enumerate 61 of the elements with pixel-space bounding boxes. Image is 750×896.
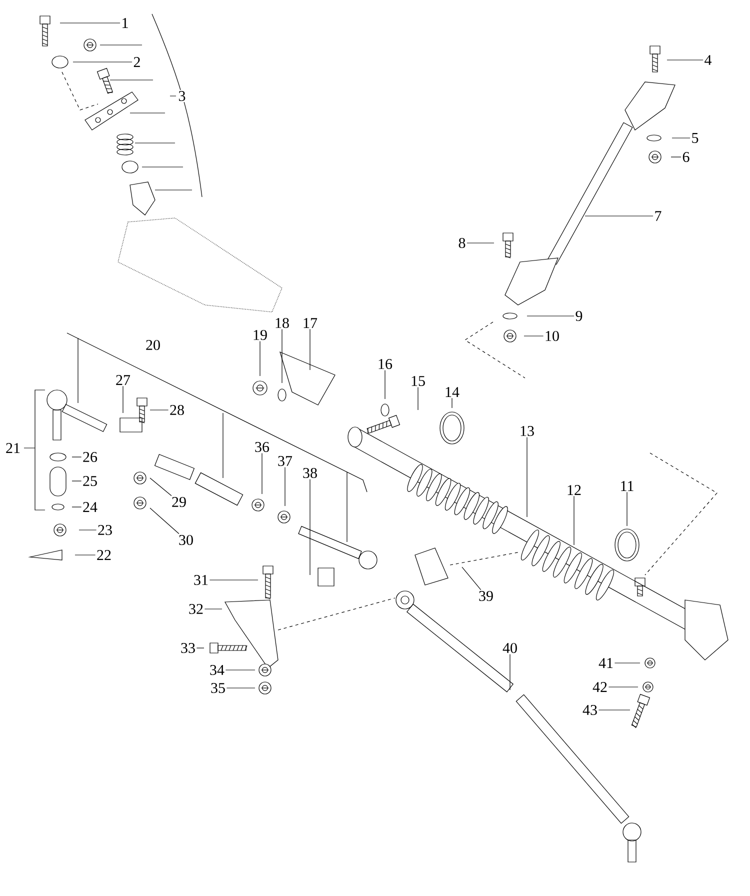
- callout-number: 37: [276, 454, 294, 468]
- leader-line: [60, 22, 120, 24]
- callout-number: 42: [592, 681, 608, 693]
- leader-line: [466, 242, 494, 244]
- callout-number: 5: [690, 132, 700, 144]
- callout-number: 15: [410, 374, 426, 388]
- leader-line: [526, 436, 528, 518]
- callout-number: 19: [252, 328, 268, 342]
- callout-number: 13: [518, 424, 536, 438]
- leader-line: [204, 608, 222, 610]
- callout-number: 6: [681, 150, 691, 164]
- callout-number: 9: [574, 310, 584, 322]
- callout-number: 29: [170, 496, 188, 508]
- callout-number: 27: [114, 374, 132, 386]
- leader-line: [670, 156, 682, 158]
- callout-number: 16: [376, 358, 394, 370]
- callout-number: 18: [274, 316, 290, 330]
- leader-line: [284, 466, 286, 506]
- callout-number: 41: [598, 657, 614, 669]
- callout-number: 21: [4, 442, 22, 454]
- callout-number: 36: [254, 440, 270, 454]
- callout-number: 17: [302, 317, 318, 329]
- callout-number: 39: [478, 590, 494, 602]
- leader-line: [72, 456, 82, 458]
- callout-number: 30: [178, 534, 194, 546]
- callout-number: 38: [302, 466, 318, 480]
- callout-number: 34: [208, 664, 226, 676]
- callout-number: 26: [82, 450, 98, 464]
- callout-number: 14: [444, 386, 460, 398]
- callout-number: 10: [544, 330, 560, 342]
- callout-number: 35: [210, 682, 226, 694]
- callout-number: 24: [82, 501, 98, 513]
- leader-line: [608, 686, 638, 688]
- callout-number: 25: [82, 474, 98, 488]
- leader-line: [72, 480, 82, 482]
- callout-number: 8: [457, 236, 467, 250]
- callout-number: 32: [188, 602, 204, 616]
- leader-line: [74, 554, 96, 556]
- callout-number: 23: [96, 524, 114, 536]
- leader-line: [72, 506, 82, 508]
- callout-number: 28: [168, 404, 186, 416]
- leader-line: [122, 386, 124, 414]
- callout-number: 7: [653, 210, 663, 222]
- leader-line: [150, 508, 180, 534]
- leader-line: [150, 478, 172, 496]
- callout-number: 2: [132, 56, 142, 68]
- callout-number: 31: [192, 574, 210, 586]
- callout-number: 33: [180, 642, 196, 654]
- callout-number: 22: [96, 549, 112, 561]
- leader-line: [614, 662, 640, 664]
- leader-line: [384, 370, 386, 400]
- callout-number: 43: [582, 704, 598, 716]
- callout-number: 40: [502, 642, 518, 654]
- callout-number: 4: [703, 54, 713, 66]
- callout-number: 20: [144, 338, 162, 352]
- callout-number: 3: [177, 90, 187, 102]
- callout-number: 11: [618, 480, 636, 492]
- leader-line: [626, 492, 628, 526]
- callout-number: 1: [120, 17, 130, 29]
- leader-line: [462, 566, 482, 590]
- callout-number: 12: [566, 484, 582, 496]
